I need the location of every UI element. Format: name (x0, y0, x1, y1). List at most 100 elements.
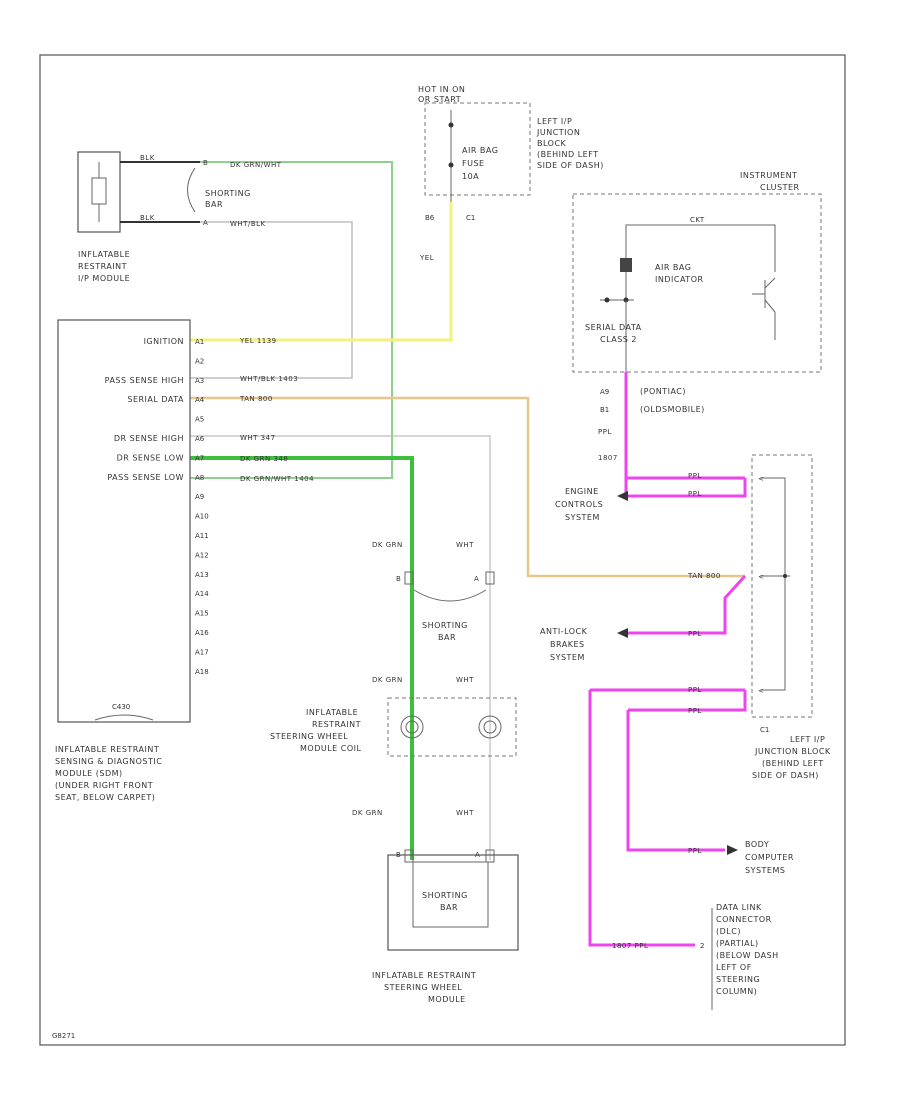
cluster-outline (572, 193, 822, 373)
module-label-2: STEERING WHEEL (384, 983, 462, 992)
sdm-pin-a5: A5 (195, 416, 204, 424)
shorting-bar-top-arc (187, 167, 196, 213)
wires (190, 161, 747, 947)
sdm-box (57, 319, 191, 723)
steer-wire-green-3: DK GRN (352, 809, 383, 817)
shorting-bar-top-2: BAR (205, 200, 223, 209)
sdm-pin-a6: A6 (195, 435, 205, 443)
wire-dk-grn (190, 456, 414, 860)
dlc-label-8: COLUMN) (716, 987, 757, 996)
fuse-location-4: (BEHIND LEFT (537, 150, 599, 159)
ppl-label-2: PPL (688, 490, 702, 498)
engine-arrow-icon (617, 491, 628, 501)
ip-wire-top-label: BLK (140, 154, 155, 162)
wire-wht-blk (190, 221, 353, 379)
sdm-wire-6: DK GRN/WHT 1404 (240, 475, 314, 483)
sdm-ground-arc (94, 714, 154, 721)
sdm-label-5: SEAT, BELOW CARPET) (55, 793, 155, 802)
coil-label-1: INFLATABLE (306, 708, 358, 717)
fuse-location-5: SIDE OF DASH) (537, 161, 604, 170)
cluster-serial-1: SERIAL DATA (585, 323, 642, 332)
sdm-conn-c430: C430 (112, 703, 130, 711)
cluster-pin-a9: A9 (600, 388, 609, 396)
ip-squib (91, 177, 107, 205)
sdm-signal-pass-sense-low: PASS SENSE LOW (107, 473, 184, 482)
module-shorting-2: BAR (440, 903, 458, 912)
body-arrow-icon (727, 845, 738, 855)
tan-label: TAN 800 (687, 572, 721, 580)
sdm-signal-serial-data: SERIAL DATA (127, 395, 184, 404)
sdm-pin-a13: A13 (195, 571, 209, 579)
sdm-pin-a4: A4 (195, 396, 205, 404)
cluster-ckt: CKT (690, 216, 705, 224)
sdm-wire-4: WHT 347 (240, 434, 276, 442)
sdm-pin-a1: A1 (195, 338, 204, 346)
cluster-title-2: CLUSTER (760, 183, 800, 192)
sdm-pin-a17: A17 (195, 648, 209, 656)
sdm-pin-a14: A14 (195, 590, 209, 598)
ppl-label-6: PPL (688, 847, 702, 855)
steer-pin-b-1: B (396, 575, 401, 583)
junction-block: < < < PPL PPL TAN 800 PPL PPL PPL PPL C1… (540, 454, 830, 1010)
wire-dk-grn-wht (190, 161, 393, 479)
abs-arrow-icon (617, 628, 628, 638)
fuse-pin-b6: B6 (425, 214, 435, 222)
sdm-pin-a8: A8 (195, 474, 204, 482)
ppl-label-5: PPL (688, 707, 702, 715)
top-wire-lower-label: WHT/BLK (230, 220, 266, 228)
fuse-name-1: AIR BAG (462, 146, 498, 155)
engine-label-3: SYSTEM (565, 513, 600, 522)
fuse-block-outline (424, 102, 531, 196)
svg-text:<: < (758, 687, 764, 695)
sdm-pin-a12: A12 (195, 551, 209, 559)
ip-module-box (77, 151, 121, 233)
sdm-wire-5: DK GRN 348 (240, 455, 288, 463)
ppl-label-3: PPL (688, 630, 702, 638)
dlc-pin: 2 (700, 942, 704, 950)
steer-pin-a-1: A (474, 575, 479, 583)
engine-label-2: CONTROLS (555, 500, 603, 509)
jb-label-4: SIDE OF DASH) (752, 771, 819, 780)
shorting-bar-top-1: SHORTING (205, 189, 251, 198)
abs-label-2: BRAKES (550, 640, 585, 649)
cluster-ckt-no: 1807 (598, 454, 618, 462)
coil-label-3: STEERING WHEEL (270, 732, 348, 741)
fuse-title-1: HOT IN ON (418, 85, 465, 94)
ip-module: BLK BLK B A SHORTING BAR DK GRN/WHT WHT/… (77, 151, 281, 283)
ip-label-2: RESTRAINT (78, 262, 127, 271)
dlc-label-6: LEFT OF (716, 963, 752, 972)
sdm-pin-a11: A11 (195, 532, 209, 540)
coil-label-2: RESTRAINT (312, 720, 361, 729)
steer-wire-white-2: WHT (456, 676, 474, 684)
coil-label-4: MODULE COIL (300, 744, 362, 753)
fuse-terminal-bottom (448, 162, 454, 168)
sdm-signal-dr-sense-low: DR SENSE LOW (117, 453, 184, 462)
sdm-pin-a3: A3 (195, 377, 204, 385)
sdm-pin-a9: A9 (195, 493, 204, 501)
fuse-conn-c1: C1 (466, 214, 475, 222)
cluster-pin-b1: B1 (600, 406, 609, 414)
svg-text:<: < (758, 475, 764, 483)
steer-pin-b-2: B (396, 851, 401, 859)
sdm-label-2: SENSING & DIAGNOSTIC (55, 757, 162, 766)
abs-label-3: SYSTEM (550, 653, 585, 662)
air-bag-indicator-lamp (620, 258, 632, 272)
module-label-3: MODULE (428, 995, 466, 1004)
wire-ppl-group (588, 372, 747, 947)
cluster-indicator-1: AIR BAG (655, 263, 691, 272)
body-label-2: COMPUTER (745, 853, 794, 862)
fuse-location-3: BLOCK (537, 139, 567, 148)
sdm-wire-3: TAN 800 (239, 395, 273, 403)
fuse-location-1: LEFT I/P (537, 117, 572, 126)
module-shorting-1: SHORTING (422, 891, 468, 900)
steering-wheel-group: DK GRN WHT B A SHORTING BAR DK GRN WHT I… (270, 541, 519, 1004)
sdm-pin-a7: A7 (195, 454, 204, 462)
sdm-pin-a16: A16 (195, 629, 209, 637)
cluster-wire-ppl: PPL (598, 428, 612, 436)
fuse-wire-yel: YEL (419, 254, 434, 262)
steer-wire-white-1: WHT (456, 541, 474, 549)
body-label-3: SYSTEMS (745, 866, 785, 875)
junction-bus (760, 477, 786, 691)
